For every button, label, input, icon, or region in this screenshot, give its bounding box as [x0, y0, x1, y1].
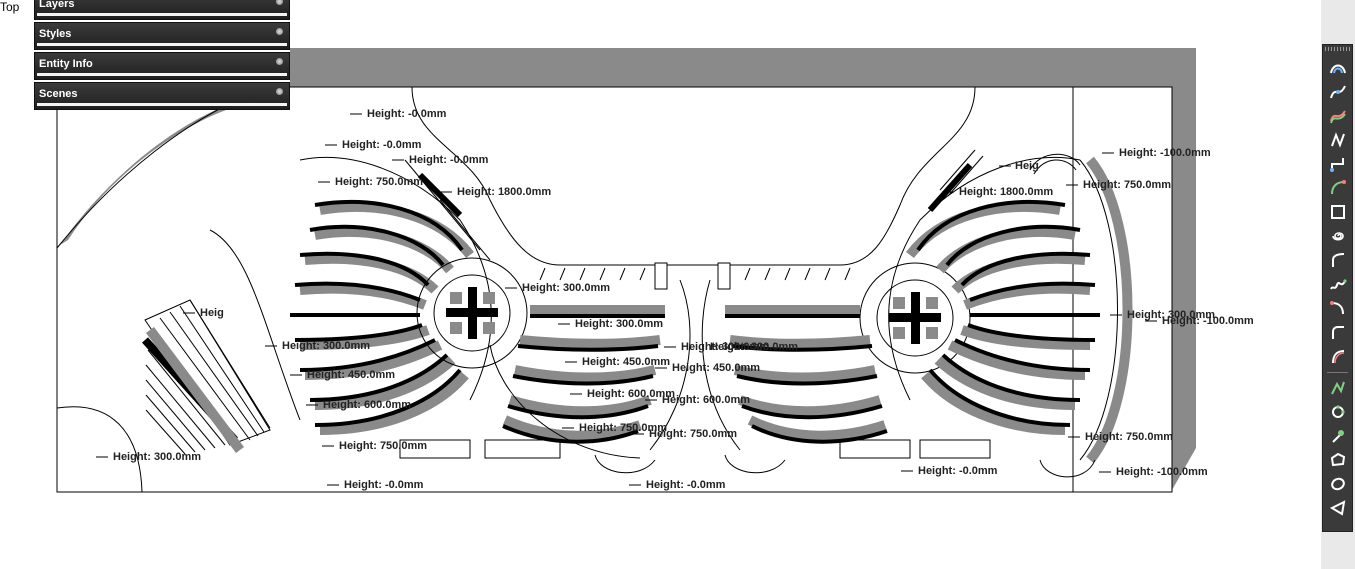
right-center-rows: [701, 279, 991, 474]
height-label: Height: 750.0mm: [649, 428, 737, 440]
panel-divider: [37, 43, 287, 46]
height-label: Heig: [1015, 160, 1039, 172]
left-arc-line: [56, 406, 143, 493]
fillet-icon[interactable]: [1326, 321, 1349, 343]
right-top-seats: [939, 149, 1081, 197]
height-label: Height: 750.0mm: [579, 422, 667, 434]
spline-icon[interactable]: [1326, 105, 1349, 127]
panel-title: Entity Info: [39, 58, 93, 70]
pin-icon[interactable]: [276, 28, 283, 35]
pin-icon[interactable]: [276, 88, 283, 95]
freehand-icon[interactable]: [1326, 273, 1349, 295]
height-label: Height: 450.0mm: [672, 362, 760, 374]
height-label: Height: -0.0mm: [409, 154, 489, 166]
height-label: Height: 1800.0mm: [959, 186, 1053, 198]
arc-three-point-icon[interactable]: [1326, 345, 1349, 367]
toolbar-separator: [1327, 372, 1348, 373]
height-label: Height: 300.0mm: [1127, 309, 1215, 321]
pin-icon[interactable]: [276, 58, 283, 65]
weld-icon[interactable]: [1326, 401, 1349, 423]
right-hub: [859, 262, 971, 374]
model-canvas[interactable]: Height: -0.0mm Height: -0.0mm Height: -0…: [0, 0, 1320, 569]
panel-title: Scenes: [39, 88, 78, 100]
loft-icon[interactable]: [1326, 377, 1349, 399]
height-label: Height: 300.0mm: [681, 341, 769, 353]
height-label: Height: 750.0mm: [1085, 431, 1173, 443]
height-label: Height: 750.0mm: [339, 440, 427, 452]
bend-icon[interactable]: [1326, 297, 1349, 319]
offset-curve-icon[interactable]: [1326, 57, 1349, 79]
height-label: Height: 300.0mm: [522, 282, 610, 294]
left-fan: [142, 229, 301, 455]
height-label: Height: 450.0mm: [582, 356, 670, 368]
scenes-panel-header[interactable]: Scenes: [34, 82, 290, 110]
left-center-rows: [399, 279, 691, 474]
height-label: Height: -0.0mm: [342, 139, 422, 151]
corridor-curve: [411, 86, 976, 266]
styles-panel-header[interactable]: Styles: [34, 22, 290, 50]
height-annotations: Height: -0.0mm Height: -0.0mm Height: -0…: [96, 108, 1254, 491]
height-label: Height: -100.0mm: [1119, 147, 1211, 159]
panel-divider: [37, 73, 287, 76]
drawing-toolbar: [1322, 44, 1353, 532]
height-label: Heig: [200, 307, 224, 319]
panel-title: Styles: [39, 28, 72, 40]
height-label: Height: -0.0mm: [344, 479, 424, 491]
pin-icon[interactable]: [1326, 425, 1349, 447]
arc-icon[interactable]: [1326, 177, 1349, 199]
curve-icon[interactable]: [1326, 129, 1349, 151]
ellipse-icon[interactable]: [1326, 473, 1349, 495]
height-label: Height: 600.0mm: [662, 394, 750, 406]
entity-info-panel-header[interactable]: Entity Info: [34, 52, 290, 80]
toolbar-grip[interactable]: [1325, 47, 1350, 51]
height-label: Height: 300.0mm: [710, 341, 798, 353]
polygon-icon[interactable]: [1326, 449, 1349, 471]
height-label: Height: -0.0mm: [918, 465, 998, 477]
view-label: Top: [0, 0, 20, 14]
height-label: Height: -0.0mm: [367, 108, 447, 120]
height-label: Height: -0.0mm: [646, 479, 726, 491]
panel-divider: [37, 103, 287, 106]
right-hall: [888, 156, 1133, 478]
panel-divider: [37, 13, 287, 16]
spiral-icon[interactable]: [1326, 225, 1349, 247]
height-label: Height: 750.0mm: [1083, 179, 1171, 191]
height-label: Height: 750.0mm: [335, 176, 423, 188]
triangle-icon[interactable]: [1326, 497, 1349, 519]
polyline-icon[interactable]: [1326, 153, 1349, 175]
pin-icon[interactable]: [276, 0, 283, 5]
left-hall: [290, 157, 492, 435]
rectangle-icon[interactable]: [1326, 201, 1349, 223]
height-label: Height: 600.0mm: [323, 399, 411, 411]
panel-title: Layers: [39, 0, 75, 10]
corridor-markers: [539, 262, 851, 290]
curve-arc-icon[interactable]: [1326, 249, 1349, 271]
height-label: Height: 300.0mm: [113, 451, 201, 463]
bezier-icon[interactable]: [1326, 81, 1349, 103]
height-label: Height: 450.0mm: [307, 369, 395, 381]
layers-panel-header[interactable]: Layers: [34, 0, 290, 20]
height-label: Height: -100.0mm: [1116, 466, 1208, 478]
left-hub: [416, 257, 528, 369]
height-label: Height: 600.0mm: [587, 388, 675, 400]
height-label: Height: 300.0mm: [575, 318, 663, 330]
height-label: Height: 1800.0mm: [457, 186, 551, 198]
height-label: Height: -100.0mm: [1162, 315, 1254, 327]
height-label: Height: 300.0mm: [282, 340, 370, 352]
